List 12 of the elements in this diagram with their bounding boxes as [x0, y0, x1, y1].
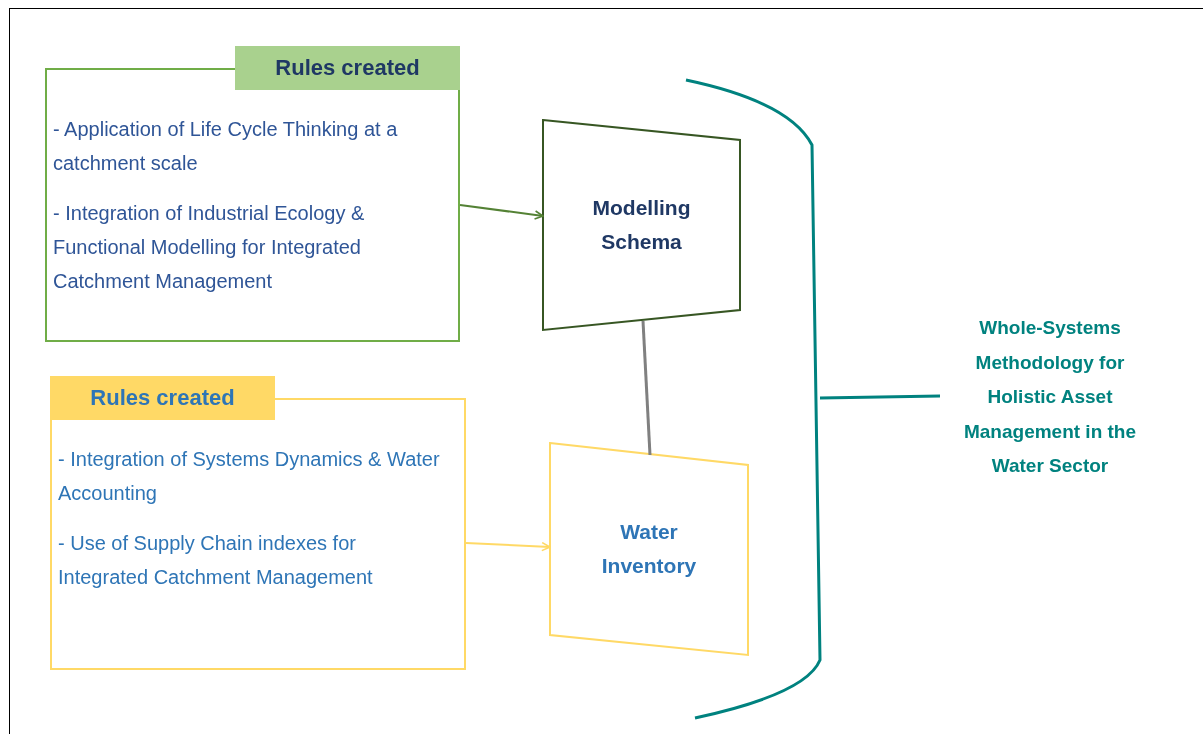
rule-text: - Application of Life Cycle Thinking at a catchment scale [53, 117, 399, 176]
connector-line [641, 320, 652, 456]
rule-text: - Integration of Systems Dynamics & Water Accounting [58, 447, 440, 506]
heading-tab: Rules created [50, 376, 275, 420]
node-label: Modelling Schema [591, 195, 692, 255]
arrow [459, 204, 544, 220]
rule-text: - Integration of Industrial Ecology & Functional Modelling for Integrated Catchment Management [53, 201, 366, 294]
heading-tab: Rules created [235, 46, 460, 90]
conclusion-text: Whole-Systems Methodology for Holistic Asset Management in the Water Sector [945, 311, 1155, 484]
rule-text: - Use of Supply Chain indexes for Integrated Catchment Management [58, 531, 374, 590]
node-label: Water Inventory [600, 519, 698, 579]
arrow [465, 541, 551, 552]
